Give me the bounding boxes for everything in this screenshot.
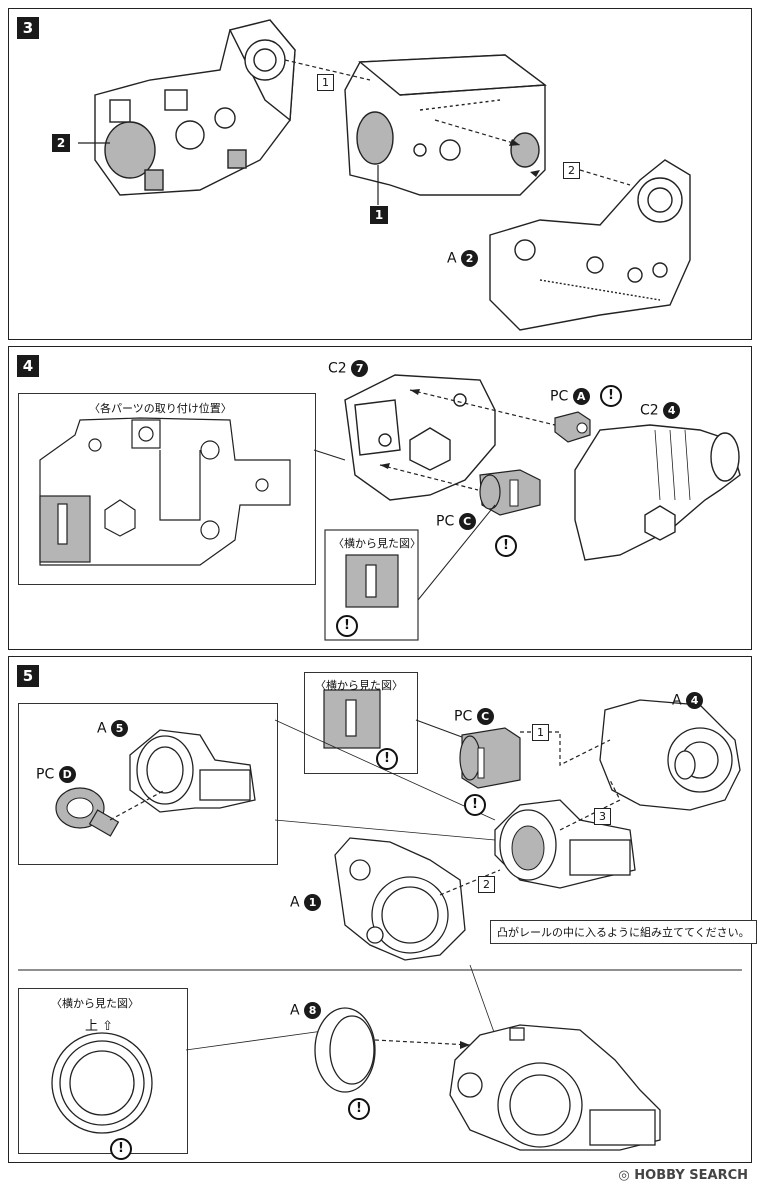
up-arrow-icon: ⇧ [102,1019,114,1034]
step-5-label-a5: A 5 [97,720,129,737]
step-5-label-a4: A 4 [672,692,704,709]
step-5-illustration [18,689,742,1151]
num-1-icon: 1 [304,894,322,911]
step-4-label-pc-a: PC A [550,388,590,405]
num-5-icon: 5 [111,720,129,737]
step-4-caution-icon-3: ! [495,535,517,557]
brand-logo-icon: ◎ [618,1168,635,1183]
step-4-label-c2-4: C2 4 [640,402,681,419]
step-4-badge: 4 [17,355,39,377]
step-5-caution-icon-4: ! [110,1138,132,1160]
step-5-assembly-note: 凸がレールの中に入るように組み立ててください。 [490,920,757,944]
step-4-inset-title: 〈各パーツの取り付け位置〉 [89,402,232,415]
step-5-label-pc-d: PC D [36,766,76,783]
step-4-side-view-title: 〈横から見た図〉 [333,537,421,550]
step-5-caution-icon-1: ! [376,748,398,770]
step-3-label-a2: A 2 [447,250,479,267]
step-3-illustration [78,19,691,331]
step-5-badge: 5 [17,665,39,687]
step-5-label-a8: A 8 [290,1002,322,1019]
step-5-side-view-bottom-title: 〈横から見た図〉 [51,997,139,1010]
step-5-label-pc-c: PC C [454,708,494,725]
letter-a-icon: A [572,388,590,405]
step-3-seq-1: 1 [317,74,334,91]
step-5-up-label: 上 ⇧ [85,1019,114,1034]
step-4-illustration [39,374,741,641]
num-2-icon: 2 [461,250,479,267]
step-5-side-view-top-title: 〈横から見た図〉 [315,679,403,692]
footer-brand: ◎ HOBBY SEARCH [618,1168,748,1183]
step-3-badge: 3 [17,17,39,39]
step-5-seq-1: 1 [532,724,549,741]
num-8-icon: 8 [304,1002,322,1019]
step-5-caution-icon-3: ! [348,1098,370,1120]
num-4-icon: 4 [686,692,704,709]
step-3-part-2: 2 [52,134,70,152]
letter-c-icon: C [458,513,476,530]
step-3-seq-2: 2 [563,162,580,179]
num-4-icon: 4 [663,402,681,419]
step-4-label-pc-c: PC C [436,513,476,530]
step-5-seq-3: 3 [594,808,611,825]
step-4-caution-icon-1: ! [336,615,358,637]
step-5-label-a1: A 1 [290,894,322,911]
num-7-icon: 7 [351,360,369,377]
step-4-caution-icon-2: ! [600,385,622,407]
letter-c-icon: C [476,708,494,725]
step-3-part-1: 1 [370,206,388,224]
step-5-caution-icon-2: ! [464,794,486,816]
step-5-seq-2: 2 [478,876,495,893]
step-4-label-c2-7: C2 7 [328,360,369,377]
letter-d-icon: D [58,766,76,783]
